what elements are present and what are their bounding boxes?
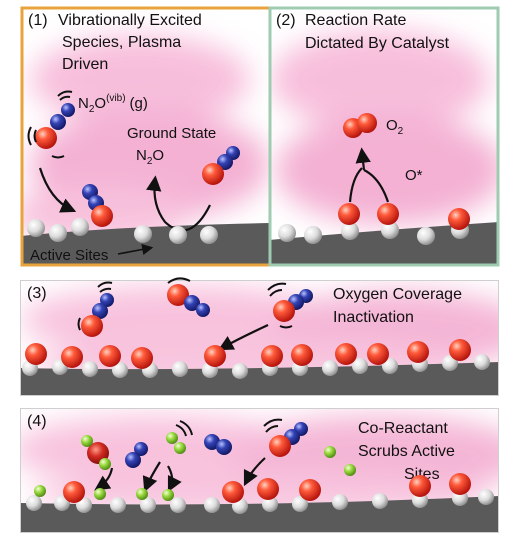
panel-1-number: (1) — [28, 12, 48, 29]
n2o-molecule-3a — [77, 281, 114, 337]
blocked-arrow-3 — [217, 324, 269, 351]
label-text: Co-Reactant — [358, 420, 448, 437]
label-text: Oxygen Coverage — [333, 286, 462, 303]
label-text: Reaction Rate — [305, 12, 406, 29]
n2o-vib-label: N2O(vib) (g) — [78, 93, 148, 115]
panel-3: (3) Oxygen Coverage Inactivation — [20, 277, 499, 396]
green-pair-4 — [166, 420, 193, 454]
active-sites-pointer — [117, 243, 154, 255]
ground-state-molecule — [202, 146, 240, 185]
label-text: Species, Plasma — [62, 34, 181, 51]
active-sites-1 — [27, 218, 218, 244]
n2o-molecule-4b — [204, 434, 232, 455]
o2-label: O2 — [386, 117, 404, 137]
panel-4: (4) Co-Reactant Scrubs Active Sites — [20, 408, 499, 533]
n2o-molecule-4a — [125, 442, 148, 468]
adsorbed-coreactant-4 — [34, 485, 174, 501]
catalyst-surface-2 — [269, 222, 499, 266]
o-star-label: O* — [405, 167, 423, 184]
co-reactant-molecule — [81, 435, 111, 470]
adsorbed-oxygen-2 — [338, 203, 470, 230]
scrub-arrow-right — [243, 457, 266, 487]
panel-4-title: Co-Reactant Scrubs Active Sites — [358, 420, 459, 483]
adsorbed-oxygen-3 — [25, 339, 471, 369]
adsorbed-oxygen-4 — [63, 473, 471, 503]
label-text: N — [78, 95, 89, 112]
label-text: N — [136, 147, 147, 164]
label-text: Inactivation — [333, 309, 414, 326]
ground-state-label: Ground State N2O — [127, 125, 220, 167]
label-text: Ground State — [127, 125, 216, 142]
label-text: O — [94, 95, 106, 112]
adsorbed-n2o — [82, 184, 113, 227]
n2o-vibrating-molecule — [27, 90, 75, 159]
label-text: O — [386, 117, 398, 134]
scrub-arrow-mid2 — [167, 465, 182, 493]
svg-text:(1): (1) — [28, 12, 48, 29]
panel-3-title: Oxygen Coverage Inactivation — [333, 286, 466, 326]
panel-2-title: Reaction Rate Dictated By Catalyst — [305, 12, 450, 52]
panel-2-number: (2) — [276, 12, 296, 29]
label-text: (g) — [130, 95, 148, 112]
label-text: 2 — [147, 156, 153, 167]
desorb-arrow — [146, 175, 211, 232]
label-text: Scrubs Active — [358, 443, 455, 460]
recombination-arrow — [350, 152, 390, 203]
coreactant-scrubbed — [324, 446, 356, 476]
panel-3-number: (3) — [27, 285, 47, 302]
label-text: Driven — [62, 56, 108, 73]
scrub-arrow-mid1 — [142, 461, 161, 493]
label-text: Dictated By Catalyst — [305, 35, 450, 52]
n2o-molecule-3c — [267, 282, 313, 329]
active-sites-label: Active Sites — [30, 247, 108, 264]
panel-1: (1) Vibrationally Excited Species, Plasm… — [20, 6, 272, 267]
panel-4-number: (4) — [27, 413, 47, 430]
catalyst-surface-3 — [20, 362, 499, 396]
panel-1-title: Vibrationally Excited Species, Plasma Dr… — [58, 12, 206, 73]
label-text: 2 — [398, 126, 404, 137]
label-text: Vibrationally Excited — [58, 12, 202, 29]
label-text: 2 — [89, 104, 95, 115]
n2o-molecule-4c — [263, 418, 308, 457]
scrub-arrow-left — [94, 467, 114, 491]
panel-2: (2) Reaction Rate Dictated By Catalyst O… — [268, 6, 500, 267]
o2-molecule — [343, 113, 377, 138]
adsorb-arrow — [38, 167, 77, 213]
label-text: (vib) — [106, 93, 125, 104]
label-text: O — [152, 147, 164, 164]
n2o-molecule-3b — [167, 277, 210, 317]
